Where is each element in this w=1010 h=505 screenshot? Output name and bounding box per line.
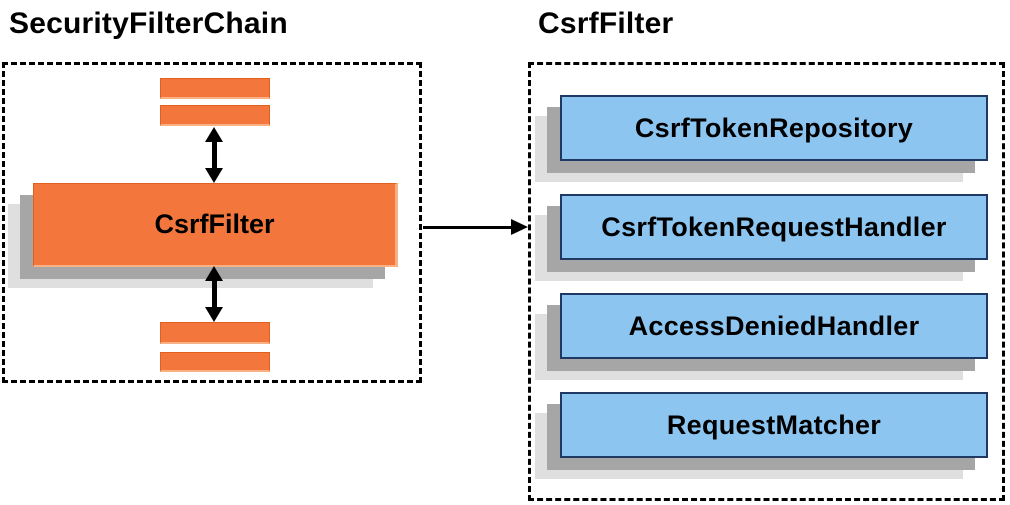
component-box-request-matcher: RequestMatcher [560,392,988,458]
connector-arrow [423,219,528,235]
csrf-filter-box-label: CsrfFilter [154,209,275,239]
component-label: CsrfTokenRepository [634,112,914,143]
bidirectional-arrow-top [200,127,228,183]
arrowhead-right-icon [511,219,528,235]
arrowhead-up-icon [205,266,223,281]
arrowhead-up-icon [205,127,223,142]
bidirectional-arrow-bottom [200,266,228,322]
filter-placeholder-bar-top-2 [160,105,270,126]
filter-placeholder-bar-top-1 [160,78,270,99]
component-box-access-denied-handler: AccessDeniedHandler [560,293,988,359]
arrowhead-down-icon [205,307,223,322]
component-label: CsrfTokenRequestHandler [601,211,947,242]
arrow-shaft [211,281,217,307]
arrow-shaft [423,225,511,229]
filter-placeholder-bar-bottom-1 [160,322,270,344]
component-box-csrf-token-request-handler: CsrfTokenRequestHandler [560,194,988,260]
security-filter-chain-panel [2,62,422,383]
arrow-shaft [211,142,217,168]
arrowhead-down-icon [205,168,223,183]
component-label: AccessDeniedHandler [628,310,920,341]
component-label: RequestMatcher [666,409,882,440]
left-panel-title: SecurityFilterChain [9,7,288,40]
right-panel-title: CsrfFilter [538,7,674,40]
csrf-filter-box: CsrfFilter [33,183,398,267]
component-box-csrf-token-repository: CsrfTokenRepository [560,95,988,161]
filter-placeholder-bar-bottom-2 [160,352,270,372]
csrf-filter-panel [528,62,1005,501]
